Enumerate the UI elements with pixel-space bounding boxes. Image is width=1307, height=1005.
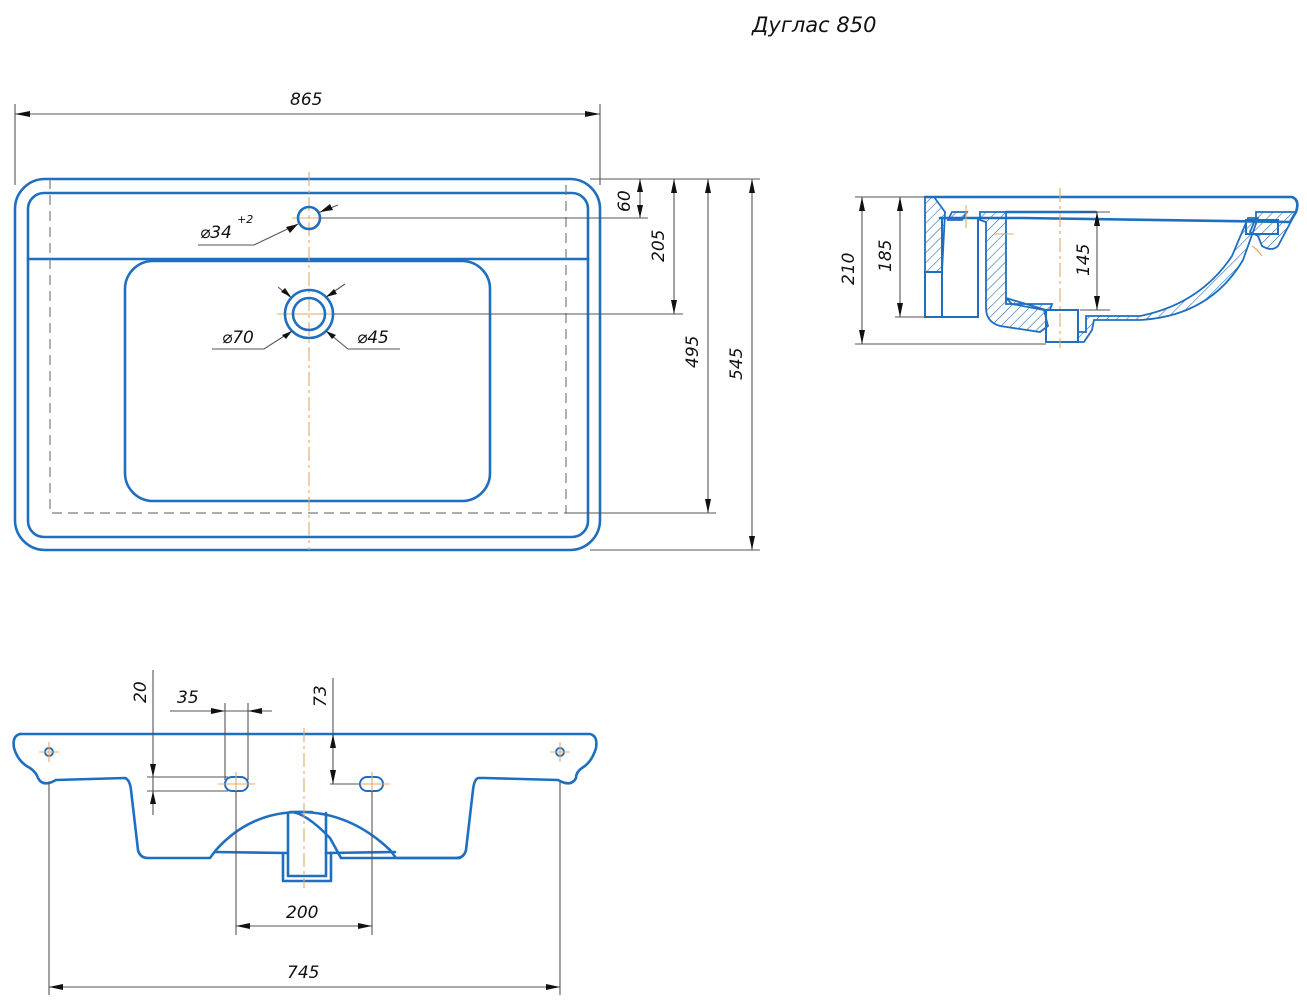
drain-outer-leader [212, 330, 293, 350]
arrow [705, 499, 711, 513]
drain-outlet [1045, 309, 1079, 343]
dim-label-tap-tolerance: +2 [237, 213, 253, 226]
dim-label-tap-diameter: ⌀34 [200, 223, 232, 243]
side-section-view: 210 185 145 [839, 188, 1299, 348]
dim-label-495: 495 [683, 336, 703, 368]
dim-label-205: 205 [649, 230, 669, 262]
arrow [330, 734, 336, 748]
bowl-base-line [213, 850, 289, 855]
dim-label-73: 73 [311, 685, 331, 707]
arrow [749, 179, 755, 193]
arrow [330, 770, 336, 784]
basin-outer-outline [13, 177, 602, 552]
arrow [637, 179, 643, 192]
dim-label-200: 200 [286, 903, 318, 923]
arrow [281, 288, 291, 297]
top-view: 865 ⌀34 +2 ⌀70 ⌀45 [13, 90, 760, 552]
dim-label-35: 35 [177, 688, 199, 708]
basin-inner-rim [26, 191, 590, 539]
drain-block-inner [286, 811, 328, 878]
arrow [859, 330, 865, 344]
arrow [897, 303, 903, 317]
dim-label-210: 210 [839, 253, 859, 285]
arrow [671, 300, 677, 314]
arrow [282, 331, 292, 339]
arrow [286, 224, 298, 233]
arrow [859, 197, 865, 211]
arrow [248, 708, 262, 714]
arrow [637, 205, 643, 218]
hidden-support-outline [49, 179, 567, 514]
arrow [546, 984, 560, 990]
rear-view: 20 35 73 200 745 [12, 670, 598, 995]
rear-outline-left [12, 732, 462, 860]
arrow [358, 923, 372, 929]
dim-label-20: 20 [131, 681, 151, 703]
arrow [705, 179, 711, 193]
drain-inner [291, 296, 327, 332]
arrow [1094, 212, 1100, 226]
arrow [326, 289, 337, 297]
overflow-channel-section [979, 211, 1050, 333]
arrow [897, 197, 903, 211]
centerline-mark [1251, 245, 1263, 257]
dim-label-185: 185 [876, 240, 896, 272]
front-lip-section [1248, 211, 1298, 250]
arrow [585, 111, 600, 117]
arrow [326, 331, 336, 339]
dim-label-745: 745 [287, 963, 319, 983]
bowl-outline [123, 259, 492, 503]
rear-cavity [941, 217, 979, 318]
arrow [1094, 296, 1100, 310]
dim-label-drain-outer: ⌀70 [222, 328, 254, 348]
drain-block-outer [281, 851, 333, 883]
dim-label-drain-inner: ⌀45 [357, 328, 389, 348]
dim-label-545: 545 [727, 348, 747, 380]
arrow [15, 111, 30, 117]
arrow [749, 536, 755, 550]
arrow [49, 984, 63, 990]
rim-section [946, 211, 969, 221]
arrow [211, 708, 225, 714]
dim-label-865: 865 [290, 90, 322, 110]
dim-label-145: 145 [1074, 244, 1094, 276]
bowl-shell-section [1005, 217, 1260, 343]
arrow [150, 791, 156, 804]
arrow [320, 204, 333, 212]
rear-outline-right [18, 732, 598, 860]
front-lip-cavity [1245, 219, 1279, 235]
dim-label-60: 60 [615, 190, 635, 212]
arrow [671, 179, 677, 193]
rear-wall-lower [924, 271, 943, 318]
bowl-base-line [324, 850, 397, 855]
drawing-title: Дуглас 850 [751, 13, 876, 37]
tap-hole-leader [198, 223, 299, 246]
arrow [236, 923, 250, 929]
arrow [150, 764, 156, 777]
